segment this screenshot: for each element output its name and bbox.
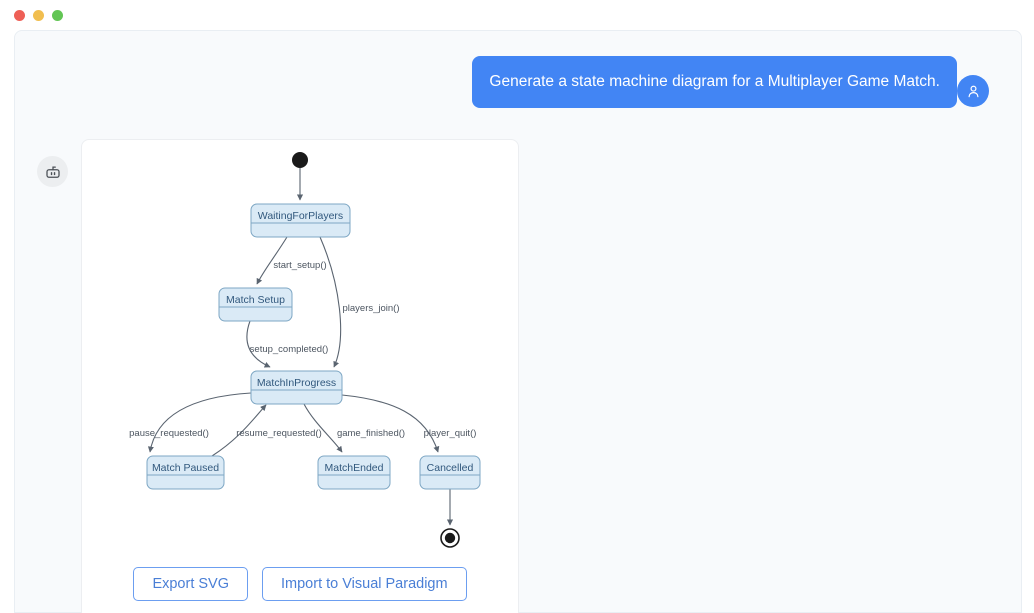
state-node-matchsetup[interactable]: Match Setup: [218, 287, 293, 322]
card-actions: Export SVG Import to Visual Paradigm: [82, 555, 518, 613]
transition-label: start_setup(): [273, 260, 326, 271]
avatar: [957, 75, 989, 107]
user-message-row: Generate a state machine diagram for a M…: [472, 56, 1001, 108]
initial-state: [292, 152, 308, 168]
edge-inprogress-paused: [147, 392, 252, 453]
diagram-card: WaitingForPlayers Match Setup MatchInPro…: [81, 139, 519, 613]
transition-label: game_finished(): [337, 428, 405, 439]
transition-label: players_join(): [342, 303, 399, 314]
state-node-matchpaused[interactable]: Match Paused: [146, 455, 225, 490]
state-machine-diagram: WaitingForPlayers Match Setup MatchInPro…: [82, 140, 518, 555]
user-message-bubble: Generate a state machine diagram for a M…: [472, 56, 957, 108]
state-node-matchended[interactable]: MatchEnded: [317, 455, 391, 490]
edge-inprogress-ended: [303, 403, 343, 453]
window-close-button[interactable]: [14, 9, 25, 21]
window-maximize-button[interactable]: [52, 9, 63, 21]
edge-setup-inprogress: [246, 320, 271, 368]
state-node-cancelled[interactable]: Cancelled: [419, 455, 481, 490]
state-node-matchinprogress[interactable]: MatchInProgress: [250, 370, 343, 405]
state-label: MatchEnded: [325, 462, 384, 474]
window-minimize-button[interactable]: [33, 9, 44, 21]
avatar: [37, 156, 68, 187]
assistant-message-row: WaitingForPlayers Match Setup MatchInPro…: [37, 139, 519, 613]
title-bar: [0, 0, 1034, 30]
import-visual-paradigm-button[interactable]: Import to Visual Paradigm: [262, 567, 467, 601]
edge-waiting-setup: [256, 236, 288, 285]
state-node-waitingforplayers[interactable]: WaitingForPlayers: [250, 203, 351, 238]
transition-label: player_quit(): [424, 428, 477, 439]
uml-diagram-svg: WaitingForPlayers Match Setup MatchInPro…: [129, 152, 481, 548]
state-label: Match Paused: [152, 462, 219, 474]
chat-panel: Generate a state machine diagram for a M…: [14, 30, 1022, 613]
transition-label: setup_completed(): [250, 344, 329, 355]
robot-icon: [45, 165, 60, 178]
person-icon: [968, 85, 978, 97]
state-label: Cancelled: [427, 462, 474, 474]
transition-label: resume_requested(): [236, 428, 322, 439]
edge-waiting-inprogress: [319, 236, 342, 368]
state-label: Match Setup: [226, 294, 285, 306]
state-label: MatchInProgress: [257, 377, 336, 389]
transition-label: pause_requested(): [129, 428, 209, 439]
edge-inprogress-cancelled: [341, 394, 440, 453]
state-label: WaitingForPlayers: [258, 210, 343, 222]
export-svg-button[interactable]: Export SVG: [133, 567, 248, 601]
edge-paused-inprogress: [211, 404, 267, 457]
final-state: [440, 528, 460, 548]
